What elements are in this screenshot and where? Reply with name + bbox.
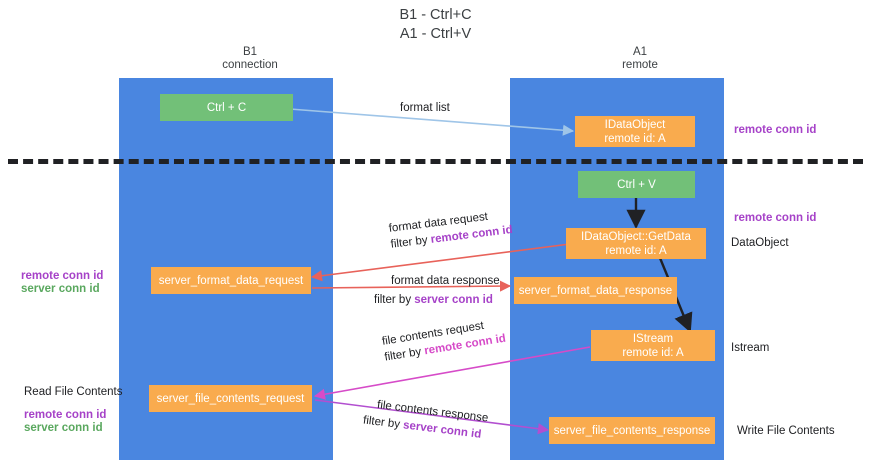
annotation-left-remote-conn-id-mid: remote conn id bbox=[21, 270, 104, 282]
column-header-b1-role: connection bbox=[222, 59, 278, 71]
node-ctrl-v-label: Ctrl + V bbox=[617, 178, 656, 191]
annotation-remote-conn-id-top: remote conn id bbox=[734, 124, 817, 136]
page-title: B1 - Ctrl+C A1 - Ctrl+V bbox=[0, 6, 871, 44]
edge-label-fmt-resp-line2: filter by server conn id bbox=[374, 293, 500, 307]
node-istream[interactable]: IStream remote id: A bbox=[591, 330, 715, 361]
edge-label-fmt-resp-line1: format data response bbox=[391, 275, 500, 287]
edge-label-file-resp-prefix: filter by bbox=[362, 414, 404, 432]
node-fmt-resp-label: server_format_data_response bbox=[518, 284, 673, 297]
title-line-1: B1 - Ctrl+C bbox=[399, 7, 472, 23]
node-server-file-contents-response[interactable]: server_file_contents_response bbox=[549, 417, 715, 444]
column-header-a1-role: remote bbox=[622, 59, 658, 71]
node-fmt-req-label: server_format_data_request bbox=[158, 274, 304, 287]
annotation-write-file-contents: Write File Contents bbox=[737, 425, 835, 437]
edge-label-file-req-prefix: filter by bbox=[383, 345, 426, 364]
title-line-2: A1 - Ctrl+V bbox=[399, 26, 472, 42]
edge-label-format-data-request: format data request filter by remote con… bbox=[388, 207, 513, 252]
node-istream-sublabel: remote id: A bbox=[622, 346, 684, 359]
node-getdata-sublabel: remote id: A bbox=[605, 244, 667, 257]
node-file-resp-label: server_file_contents_response bbox=[553, 424, 711, 437]
edge-label-format-data-response: format data response filter by server co… bbox=[374, 274, 500, 307]
column-header-a1-name: A1 bbox=[632, 46, 648, 58]
node-server-format-data-request[interactable]: server_format_data_request bbox=[151, 267, 311, 294]
node-file-req-label: server_file_contents_request bbox=[156, 392, 305, 405]
edge-label-format-list: format list bbox=[400, 102, 450, 114]
node-ctrl-v[interactable]: Ctrl + V bbox=[578, 171, 695, 198]
node-istream-label: IStream bbox=[632, 332, 674, 345]
annotation-read-file-contents: Read File Contents bbox=[24, 386, 123, 398]
annotation-dataobject: DataObject bbox=[731, 237, 789, 249]
column-header-b1: B1 connection bbox=[150, 46, 350, 72]
edge-label-file-contents-response: file contents response filter by server … bbox=[362, 398, 489, 442]
node-idataobject-label: IDataObject bbox=[604, 118, 666, 131]
edge-label-fmt-resp-prefix: filter by bbox=[374, 294, 415, 306]
node-idataobject-getdata[interactable]: IDataObject::GetData remote id: A bbox=[566, 228, 706, 259]
column-header-a1: A1 remote bbox=[540, 46, 740, 72]
node-idataobject-sublabel: remote id: A bbox=[604, 132, 666, 145]
annotation-left-remote-conn-id-bot: remote conn id bbox=[24, 409, 107, 421]
annotation-left-server-conn-id-bot: server conn id bbox=[24, 422, 103, 434]
node-idataobject[interactable]: IDataObject remote id: A bbox=[575, 116, 695, 147]
annotation-left-server-conn-id-mid: server conn id bbox=[21, 283, 100, 295]
edge-label-file-contents-request: file contents request filter by remote c… bbox=[381, 316, 507, 365]
edge-label-fmt-req-prefix: filter by bbox=[390, 233, 432, 251]
edge-label-fmt-resp-key: server conn id bbox=[414, 294, 493, 306]
column-header-b1-name: B1 bbox=[242, 46, 258, 58]
annotation-remote-conn-id-mid: remote conn id bbox=[734, 212, 817, 224]
node-server-file-contents-request[interactable]: server_file_contents_request bbox=[149, 385, 312, 412]
node-getdata-label: IDataObject::GetData bbox=[581, 230, 691, 243]
annotation-istream: Istream bbox=[731, 342, 770, 354]
node-ctrl-c[interactable]: Ctrl + C bbox=[160, 94, 293, 121]
node-server-format-data-response[interactable]: server_format_data_response bbox=[514, 277, 677, 304]
phase-divider bbox=[8, 159, 863, 164]
node-ctrl-c-label: Ctrl + C bbox=[206, 101, 247, 114]
